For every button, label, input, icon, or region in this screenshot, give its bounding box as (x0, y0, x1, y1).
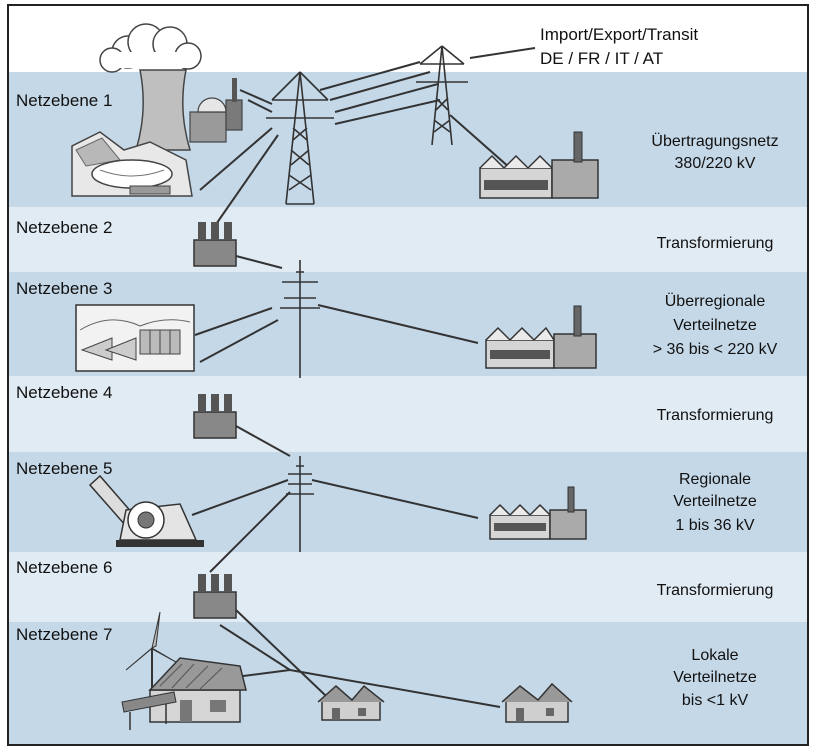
power-lines (191, 47, 536, 708)
level-desc-5-line1: Regionale (679, 471, 751, 488)
level-desc-5-line3: 1 bis 36 kV (675, 517, 754, 534)
level-desc-1-line1: Übertragungsnetz (651, 132, 778, 150)
level-desc-3-line2: Verteilnetze (673, 317, 757, 334)
band-level-6 (8, 552, 808, 622)
level-label-1: Netzebene 1 (16, 91, 112, 110)
import-export-line2: DE / FR / IT / AT (540, 49, 663, 68)
import-export-line1: Import/Export/Transit (540, 25, 698, 44)
level-label-5: Netzebene 5 (16, 459, 112, 478)
nuclear-plant-icon (71, 23, 243, 197)
factory-icon (485, 305, 597, 369)
level-label-3: Netzebene 3 (16, 279, 112, 298)
level-label-6: Netzebene 6 (16, 558, 112, 577)
level-desc-7-line1: Lokale (691, 647, 738, 664)
level-desc-3-line1: Überregionale (665, 292, 766, 310)
hydro-turbine-icon (88, 474, 204, 547)
transmission-tower-icon (266, 71, 334, 205)
level-desc-5-line2: Verteilnetze (673, 493, 757, 510)
level-desc-2-line1: Transformierung (657, 235, 774, 252)
distribution-mast-icon (286, 456, 314, 552)
level-label-4: Netzebene 4 (16, 383, 112, 402)
factory-icon (479, 131, 599, 199)
house-icon (501, 682, 573, 723)
transformer-icon (193, 222, 237, 267)
distribution-mast-icon (280, 260, 320, 378)
diagram-border (7, 4, 809, 746)
solar-house-icon (121, 657, 247, 730)
level-label-7: Netzebene 7 (16, 625, 112, 644)
factory-icon (489, 486, 587, 540)
band-level-4 (8, 376, 808, 452)
level-desc-7-line3: bis <1 kV (682, 692, 749, 709)
transformer-icon (193, 394, 237, 439)
level-desc-6-line1: Transformierung (657, 582, 774, 599)
level-desc-7-line2: Verteilnetze (673, 669, 757, 686)
level-desc-4-line1: Transformierung (657, 407, 774, 424)
transformer-icon (193, 574, 237, 619)
band-level-7 (8, 622, 808, 745)
house-icon (317, 684, 385, 721)
level-label-2: Netzebene 2 (16, 218, 112, 237)
band-level-2 (8, 207, 808, 272)
level-desc-3-line3: > 36 bis < 220 kV (653, 341, 778, 358)
transmission-tower-far-icon (416, 45, 468, 146)
hydro-dam-icon (75, 304, 195, 372)
level-desc-1-line2: 380/220 kV (675, 155, 756, 172)
